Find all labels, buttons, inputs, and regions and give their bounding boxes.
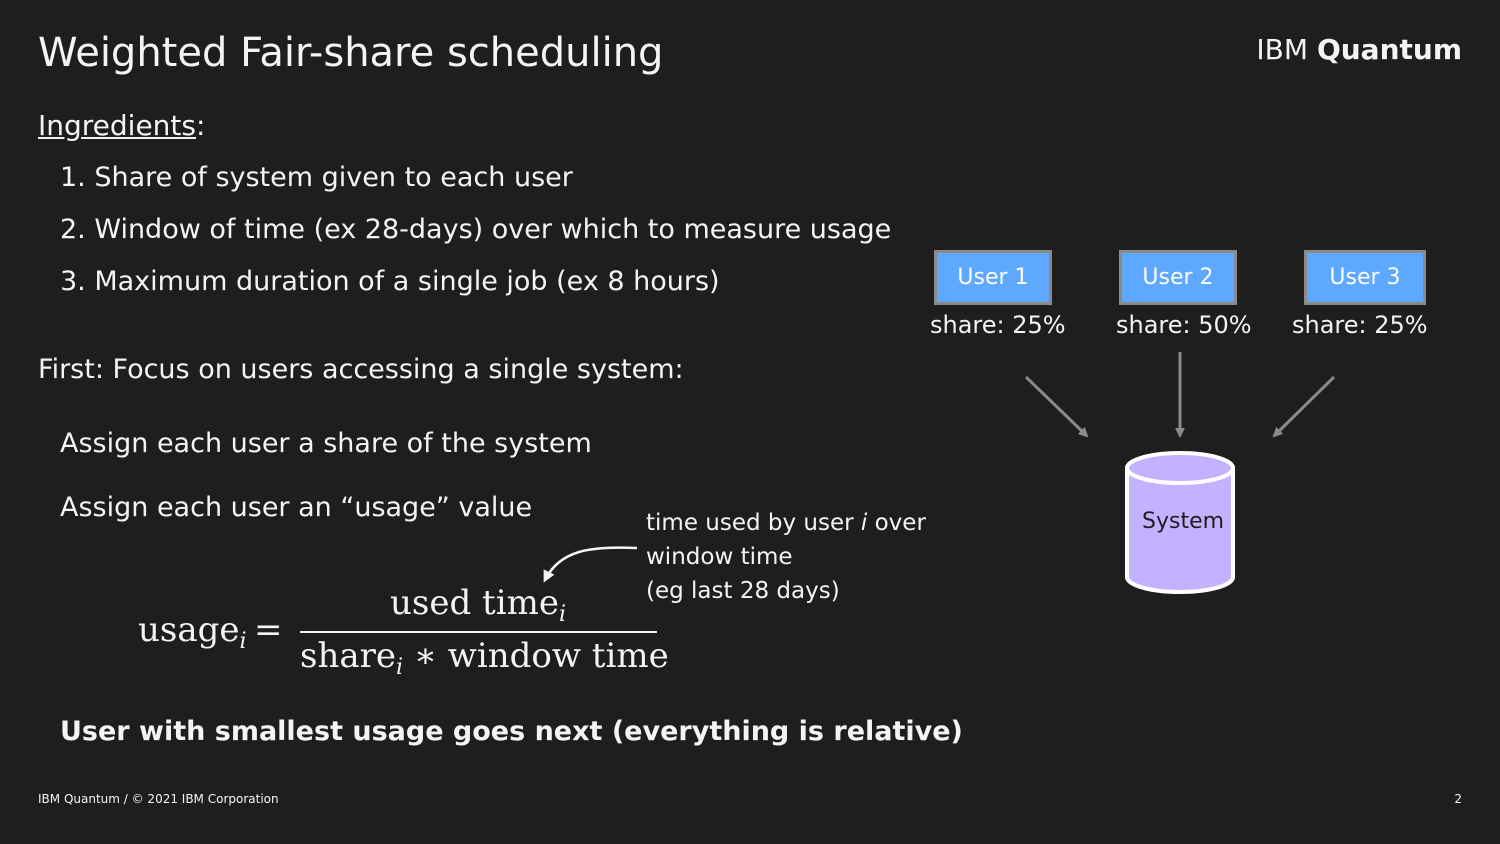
formula-den-sub: i — [396, 655, 404, 680]
annotation-line-1: time used by user i over — [646, 510, 926, 536]
formula-lhs: usagei — [138, 610, 247, 654]
annotation-line-2: window time — [646, 544, 793, 570]
annotation-line-3: (eg last 28 days) — [646, 578, 840, 604]
slide-title: Weighted Fair-share scheduling — [38, 30, 664, 76]
formula-lhs-sub: i — [239, 629, 247, 654]
ingredients-colon: : — [196, 109, 206, 142]
arrow-user1-to-system — [1024, 375, 1089, 438]
conclusion-text: User with smallest usage goes next (ever… — [60, 716, 963, 747]
formula-window-time: ∗ window time — [403, 636, 669, 676]
brand-light: IBM — [1256, 33, 1309, 66]
user-box-3: User 3 — [1304, 250, 1426, 305]
brand-bold: Quantum — [1316, 33, 1462, 66]
note-text-b: over — [867, 510, 926, 536]
ingredient-item-2: 2. Window of time (ex 28-days) over whic… — [60, 214, 892, 245]
ingredients-heading: Ingredients: — [38, 109, 205, 142]
user-box-1: User 1 — [934, 250, 1052, 305]
footer-text: IBM Quantum / © 2021 IBM Corporation — [38, 792, 279, 806]
ingredients-label: Ingredients — [38, 109, 196, 142]
ingredient-item-1: 1. Share of system given to each user — [60, 162, 573, 193]
arrow-user3-to-system — [1272, 375, 1336, 438]
note-text-a: time used by user — [646, 510, 861, 536]
note-italic-i: i — [860, 510, 868, 536]
formula-share: share — [300, 636, 396, 676]
system-cylinder — [1125, 451, 1235, 594]
assign-share-text: Assign each user a share of the system — [60, 428, 592, 459]
first-focus-text: First: Focus on users accessing a single… — [38, 354, 684, 385]
formula-used-time: used time — [390, 583, 559, 623]
formula-numerator: used timei — [390, 583, 566, 627]
fraction-bar — [300, 631, 657, 633]
page-number: 2 — [1454, 792, 1462, 806]
formula-usage: usage — [138, 610, 240, 650]
user-2-share: share: 50% — [1116, 311, 1252, 339]
assign-usage-text: Assign each user an “usage” value — [60, 492, 533, 523]
system-label: System — [1142, 509, 1225, 534]
user-box-2: User 2 — [1119, 250, 1237, 305]
user-1-share: share: 25% — [930, 311, 1066, 339]
formula-num-sub: i — [558, 602, 566, 627]
user-3-share: share: 25% — [1292, 311, 1428, 339]
formula-denominator: sharei ∗ window time — [300, 636, 669, 680]
formula-equals: = — [254, 610, 283, 650]
annotation-arrow — [543, 546, 638, 583]
brand-logo: IBM Quantum — [1256, 33, 1462, 66]
ingredient-item-3: 3. Maximum duration of a single job (ex … — [60, 266, 720, 297]
